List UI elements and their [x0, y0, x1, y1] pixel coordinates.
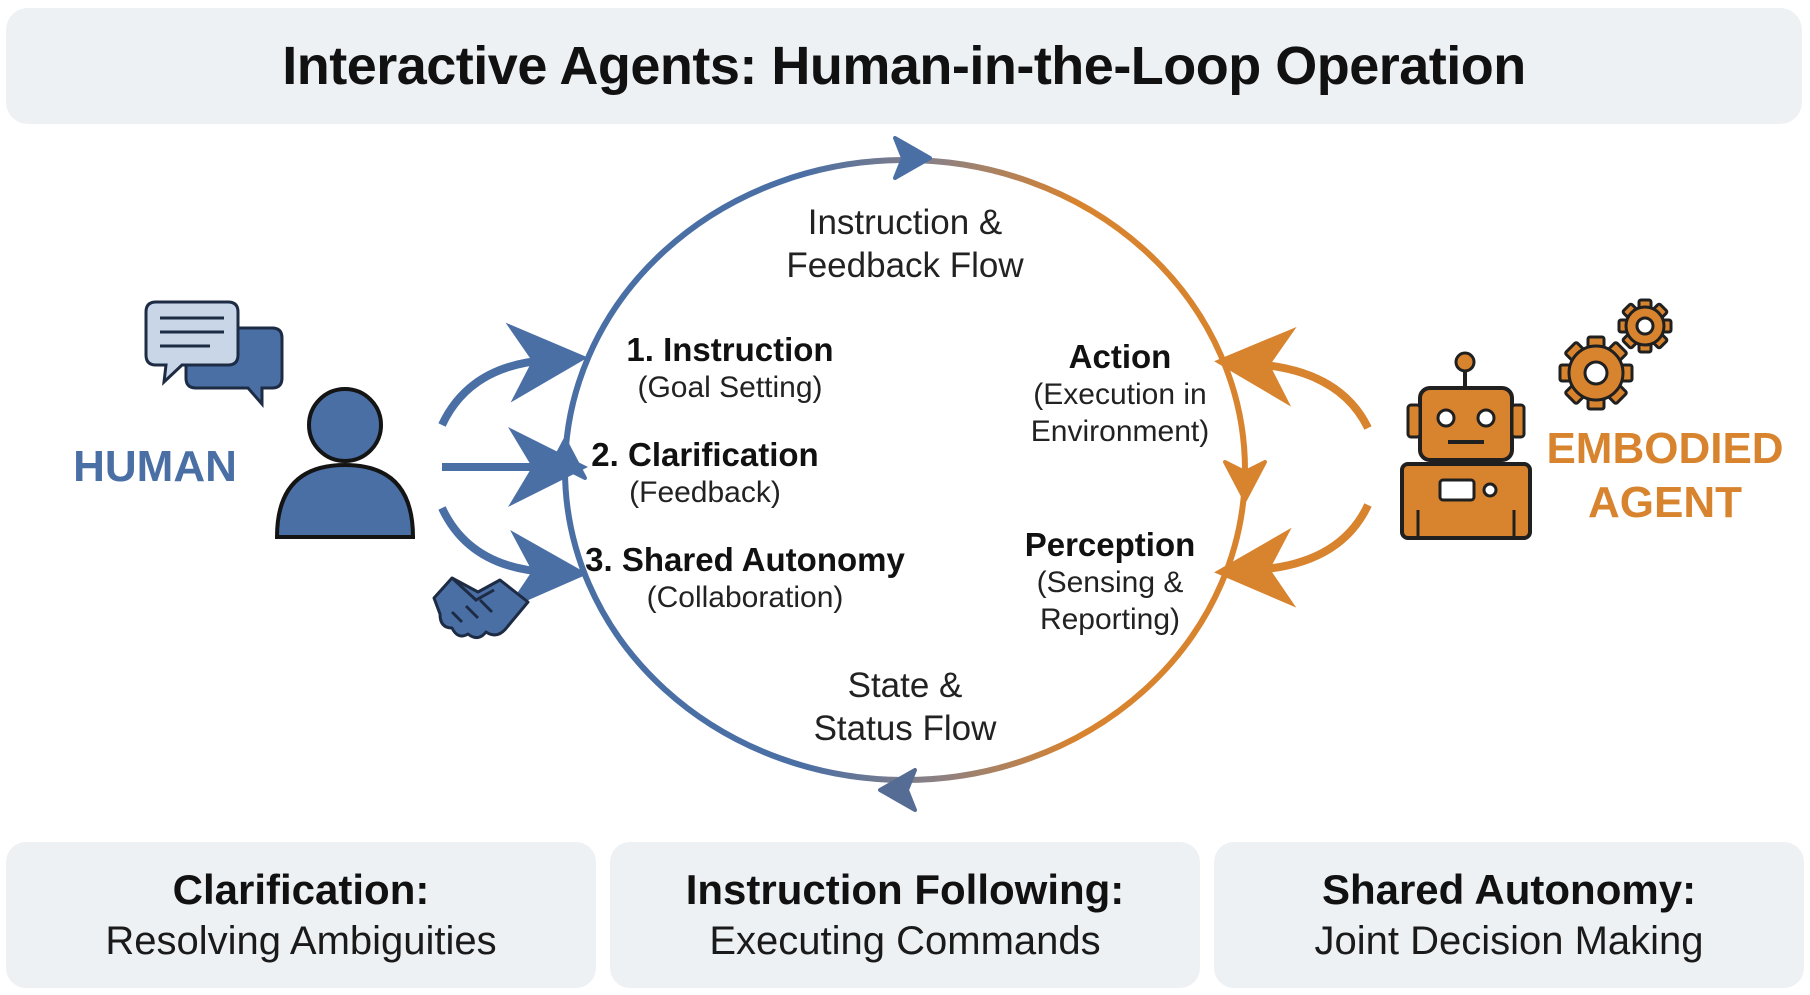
loop-arrowhead-right — [1223, 460, 1267, 502]
bottom-flow-line2: Status Flow — [813, 708, 997, 748]
state-status-flow-label: State & Status Flow — [740, 665, 1070, 750]
step-clarification-title: 2. Clarification — [591, 436, 819, 473]
step-shared-autonomy-subtitle: (Collaboration) — [646, 581, 844, 615]
card-instruction-following-title: Instruction Following: — [685, 865, 1125, 913]
bottom-flow-line1: State & — [847, 666, 963, 705]
agent-label-line1: EMBODIED — [1546, 424, 1784, 473]
card-instruction-following: Instruction Following: Executing Command… — [610, 842, 1200, 988]
step-instruction: 1. Instruction (Goal Setting) — [590, 330, 870, 407]
gears-icon — [1558, 298, 1673, 411]
instruction-feedback-flow-label: Instruction & Feedback Flow — [740, 202, 1070, 287]
step-clarification-subtitle: (Feedback) — [629, 476, 781, 510]
card-shared-autonomy-title: Shared Autonomy: — [1321, 865, 1697, 913]
agent-label: EMBODIED AGENT — [1540, 422, 1790, 529]
step-instruction-subtitle: (Goal Setting) — [637, 371, 823, 405]
agent-arrow-perception — [1214, 503, 1372, 608]
chat-bubbles-icon — [144, 300, 284, 408]
card-clarification: Clarification: Resolving Ambiguities — [6, 842, 596, 988]
step-action: Action (Execution in Environment) — [1010, 337, 1230, 450]
step-perception: Perception (Sensing & Reporting) — [1000, 525, 1220, 638]
page-title: Interactive Agents: Human-in-the-Loop Op… — [282, 36, 1526, 96]
human-arrow-autonomy — [438, 506, 588, 610]
step-perception-line1: (Sensing & — [1036, 566, 1184, 600]
handshake-icon — [432, 576, 530, 639]
step-perception-line2: Reporting) — [1039, 602, 1181, 636]
title-banner: Interactive Agents: Human-in-the-Loop Op… — [6, 8, 1802, 124]
top-flow-line1: Instruction & — [807, 203, 1003, 242]
step-action-line2: Environment) — [1030, 414, 1210, 448]
human-label: HUMAN — [73, 442, 237, 491]
step-instruction-title: 1. Instruction — [626, 331, 834, 368]
step-action-line1: (Execution in — [1033, 378, 1207, 412]
step-shared-autonomy: 3. Shared Autonomy (Collaboration) — [575, 540, 915, 617]
step-perception-title: Perception — [1024, 526, 1196, 563]
card-clarification-subtitle: Resolving Ambiguities — [105, 919, 497, 964]
loop-arrowhead-bottom — [878, 768, 917, 812]
agent-arrow-action — [1214, 326, 1372, 430]
human-arrow-instruction — [438, 322, 588, 427]
card-clarification-title: Clarification: — [172, 865, 430, 913]
card-instruction-following-subtitle: Executing Commands — [709, 919, 1101, 964]
loop-arrowhead-top — [893, 136, 932, 180]
card-shared-autonomy-subtitle: Joint Decision Making — [1314, 919, 1704, 964]
step-action-title: Action — [1068, 338, 1172, 375]
agent-label-line2: AGENT — [1588, 477, 1742, 527]
step-shared-autonomy-title: 3. Shared Autonomy — [585, 541, 905, 578]
robot-icon — [1400, 351, 1532, 540]
step-clarification: 2. Clarification (Feedback) — [565, 435, 845, 512]
card-shared-autonomy: Shared Autonomy: Joint Decision Making — [1214, 842, 1804, 988]
top-flow-line2: Feedback Flow — [786, 245, 1024, 285]
person-icon — [274, 387, 416, 539]
